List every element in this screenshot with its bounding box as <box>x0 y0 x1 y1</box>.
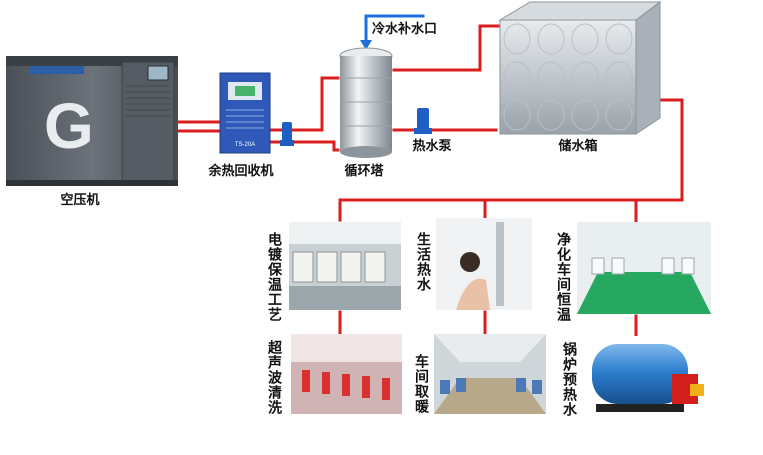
label-use-ultrasonic: 超声波清洗 <box>266 339 283 415</box>
pipe-tower-storage <box>392 24 502 132</box>
compressor-logo: G <box>44 90 94 162</box>
air-compressor: G <box>6 56 178 186</box>
heat-recovery-unit: TS-20A <box>219 72 271 154</box>
pipe-recovery-tower <box>268 76 340 152</box>
photo-ultrasonic <box>291 334 402 414</box>
pipe-storage-out <box>338 98 684 222</box>
recovery-model: TS-20A <box>235 142 255 148</box>
photo-workshop <box>434 334 546 414</box>
circulation-tower <box>339 47 393 158</box>
label-hot-pump: 热水泵 <box>412 138 451 154</box>
label-circulation-tower: 循环塔 <box>344 163 384 179</box>
pipe-network <box>176 14 684 340</box>
hot-pump-icon <box>414 108 432 134</box>
label-use-domestic: 生活热水 <box>415 231 431 292</box>
label-cold-inlet: 冷水补水口 <box>372 21 437 37</box>
label-use-plating: 电镀保温工艺 <box>266 231 283 322</box>
label-heat-recovery: 余热回收机 <box>207 163 273 179</box>
photo-boiler <box>586 336 712 416</box>
cold-inlet-arrow <box>360 40 372 50</box>
pump-icon <box>280 122 294 146</box>
label-use-boiler: 锅炉预热水 <box>561 342 577 417</box>
photo-cleanroom <box>577 222 711 314</box>
label-compressor: 空压机 <box>60 192 99 208</box>
photo-domestic <box>436 218 532 310</box>
label-use-cleanroom: 净化车间恒温 <box>555 231 571 322</box>
label-storage-tank: 储水箱 <box>557 138 597 154</box>
cold-inlet-pipe <box>364 14 425 44</box>
pipe-compressor-recovery <box>176 120 222 133</box>
photo-plating <box>289 222 401 310</box>
storage-tank <box>498 1 662 135</box>
label-use-workshop: 车间取暖 <box>413 353 429 414</box>
